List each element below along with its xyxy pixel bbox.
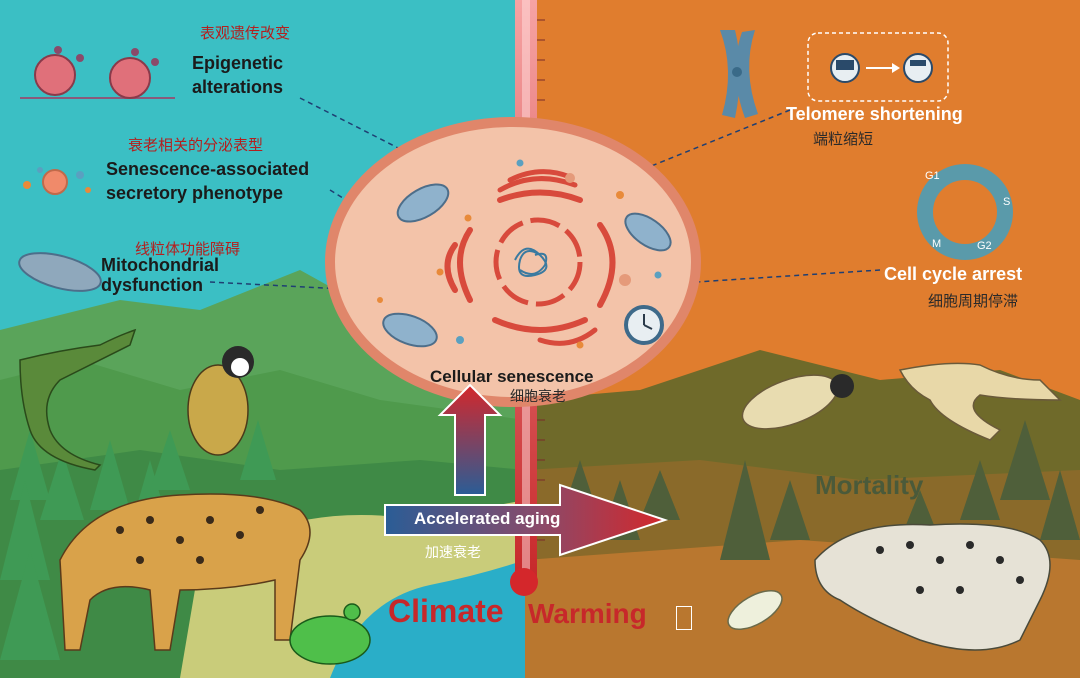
golgi — [497, 169, 598, 346]
mortality-label: Mortality — [815, 470, 924, 500]
phase-g2: G2 — [977, 240, 992, 252]
frog-healthy — [289, 603, 371, 665]
bird-dead — [741, 374, 854, 430]
placeholder-box-icon — [676, 606, 692, 630]
bird-healthy — [187, 346, 254, 456]
mitochondrion-lower — [382, 312, 438, 348]
lizard-healthy — [19, 328, 137, 471]
aging-label-en: Accelerated aging — [414, 509, 561, 528]
sasp-label-en-1: Senescence-associated — [106, 159, 310, 179]
cell-cycle-label-en: Cell cycle arrest — [884, 264, 1023, 284]
warming-label: Warming — [528, 598, 647, 629]
accelerated-aging-arrow — [384, 483, 669, 557]
endoplasmic-reticulum — [444, 189, 616, 333]
mito-label-en-2: dysfunction — [101, 275, 203, 295]
leopard-healthy — [59, 493, 311, 651]
mitochondrion-icon — [18, 252, 102, 292]
mitochondrion-upper — [396, 183, 450, 223]
telomere-inset — [807, 32, 949, 102]
telomere-label-en: Telomere shortening — [786, 104, 963, 124]
cell-label-cn: 细胞衰老 — [510, 389, 566, 405]
senescence-up-arrow — [437, 383, 503, 496]
clock-icon — [624, 305, 664, 345]
epigenetic-label-en-2: alterations — [192, 77, 284, 97]
vesicles — [377, 159, 662, 349]
mitochondrion-right — [624, 212, 672, 252]
chromosome-icon — [720, 30, 758, 118]
aging-label-cn: 加速衰老 — [425, 545, 481, 561]
phase-m: M — [932, 238, 942, 250]
sasp-icon — [23, 167, 91, 195]
phase-g1: G1 — [925, 170, 940, 182]
epigenetic-label-en-1: Epigenetic — [192, 53, 284, 73]
epigenetic-label-cn: 表观遗传改变 — [200, 24, 291, 42]
telomere-label-cn: 端粒缩短 — [813, 130, 874, 148]
sasp-label-en-2: secretory phenotype — [106, 183, 284, 203]
cell-label-en: Cellular senescence — [430, 367, 594, 386]
climate-label: Climate — [388, 593, 504, 629]
cell-cycle-ring — [917, 164, 1013, 260]
phase-s: S — [1003, 196, 1011, 208]
nucleosome-icon — [20, 46, 175, 99]
leopard-dead — [814, 523, 1051, 651]
chromatin — [514, 247, 548, 277]
cell — [325, 117, 701, 407]
mito-label-en-1: Mitochondrial — [101, 255, 219, 275]
lizard-dead — [898, 362, 1062, 441]
mito-label-cn: 线粒体功能障碍 — [135, 240, 241, 258]
sasp-label-cn: 衰老相关的分泌表型 — [128, 136, 264, 154]
frog-dead — [727, 589, 783, 631]
cell-cycle-label-cn: 细胞周期停滞 — [928, 292, 1019, 310]
